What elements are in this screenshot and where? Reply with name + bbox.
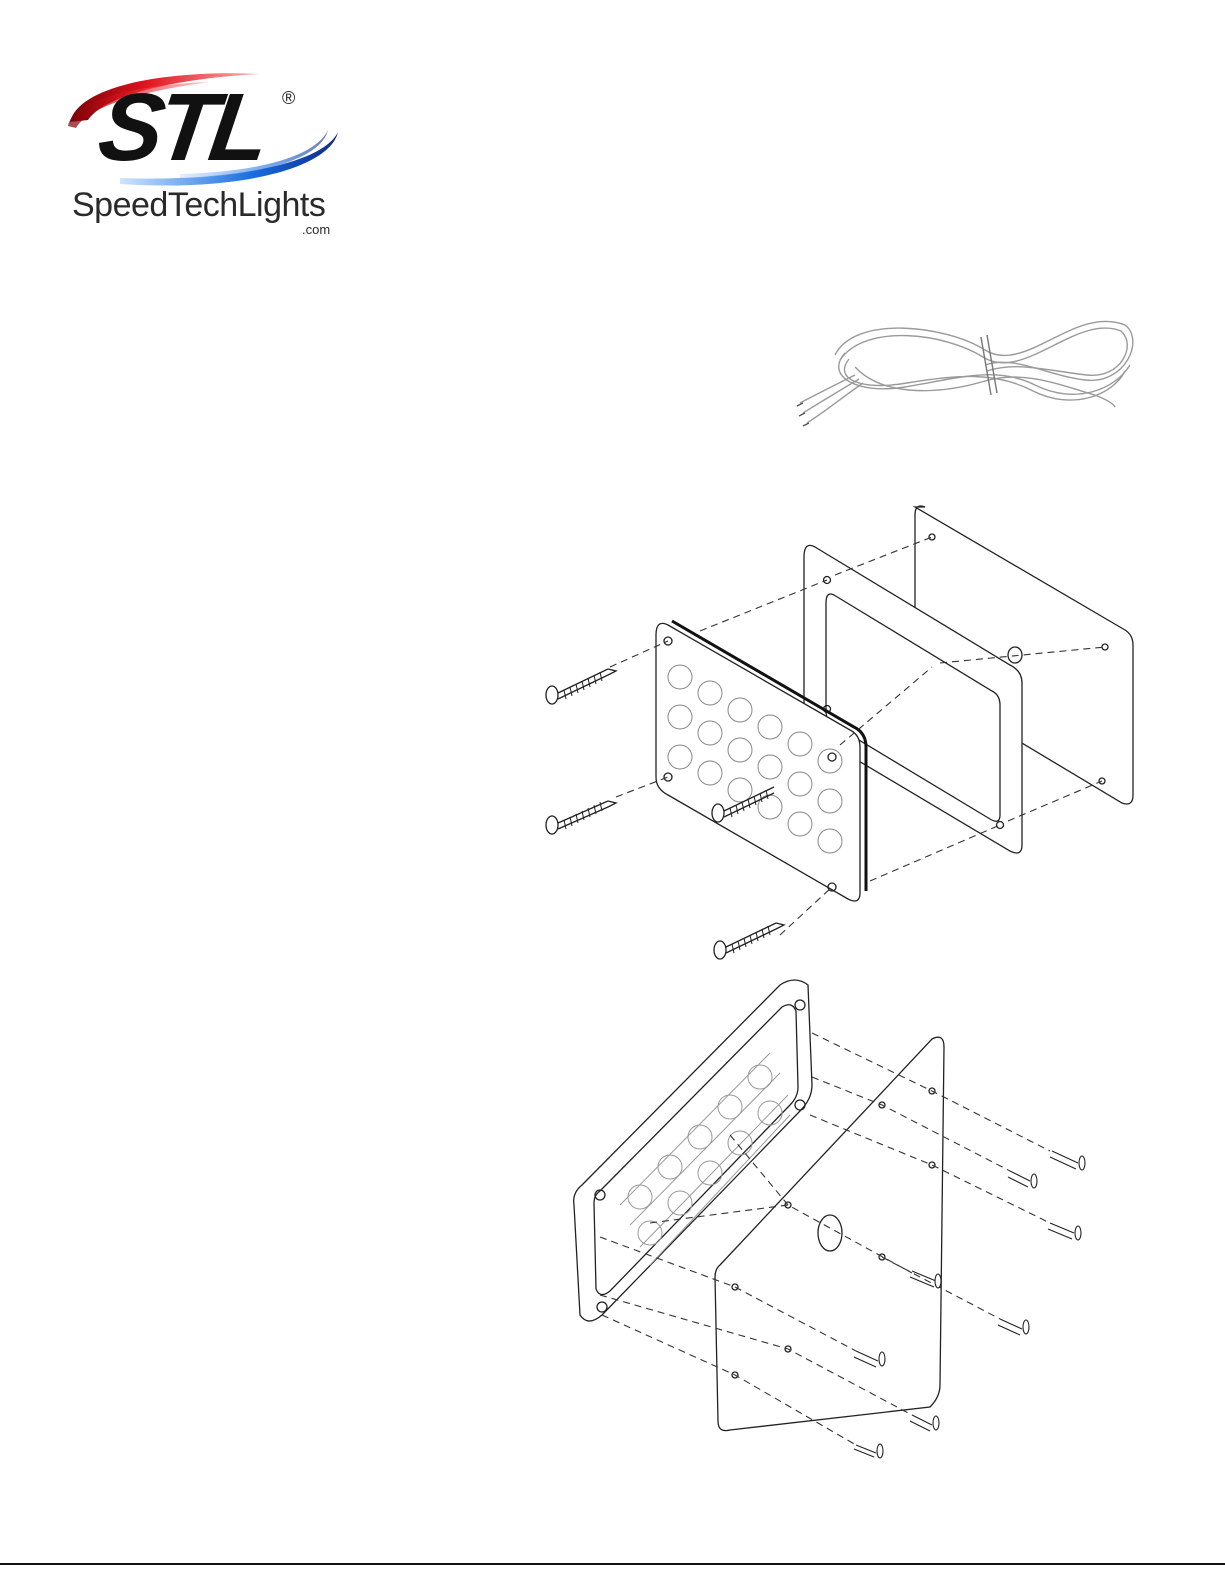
screw-icon <box>546 669 616 704</box>
footer-rule <box>0 1563 1225 1565</box>
registered-mark: ® <box>282 88 295 109</box>
rear-assembly-diagram <box>560 975 1100 1465</box>
coiled-cable-icon <box>795 295 1145 445</box>
brand-domain-suffix: .com <box>302 223 330 236</box>
screw-icon <box>998 1319 1029 1335</box>
brand-logo: STL ® SpeedTechLights .com <box>60 60 350 250</box>
brand-name: SpeedTechLights <box>72 188 325 222</box>
screw-icon <box>546 801 616 834</box>
screw-icon <box>1050 1151 1085 1170</box>
screw-icon <box>714 923 784 959</box>
screw-icon <box>854 1444 883 1458</box>
screw-icon <box>1008 1171 1037 1188</box>
logo-mark: STL <box>93 80 270 176</box>
screw-icon <box>910 1415 939 1431</box>
screw-icon <box>1048 1223 1081 1240</box>
front-assembly-diagram <box>530 495 1150 975</box>
